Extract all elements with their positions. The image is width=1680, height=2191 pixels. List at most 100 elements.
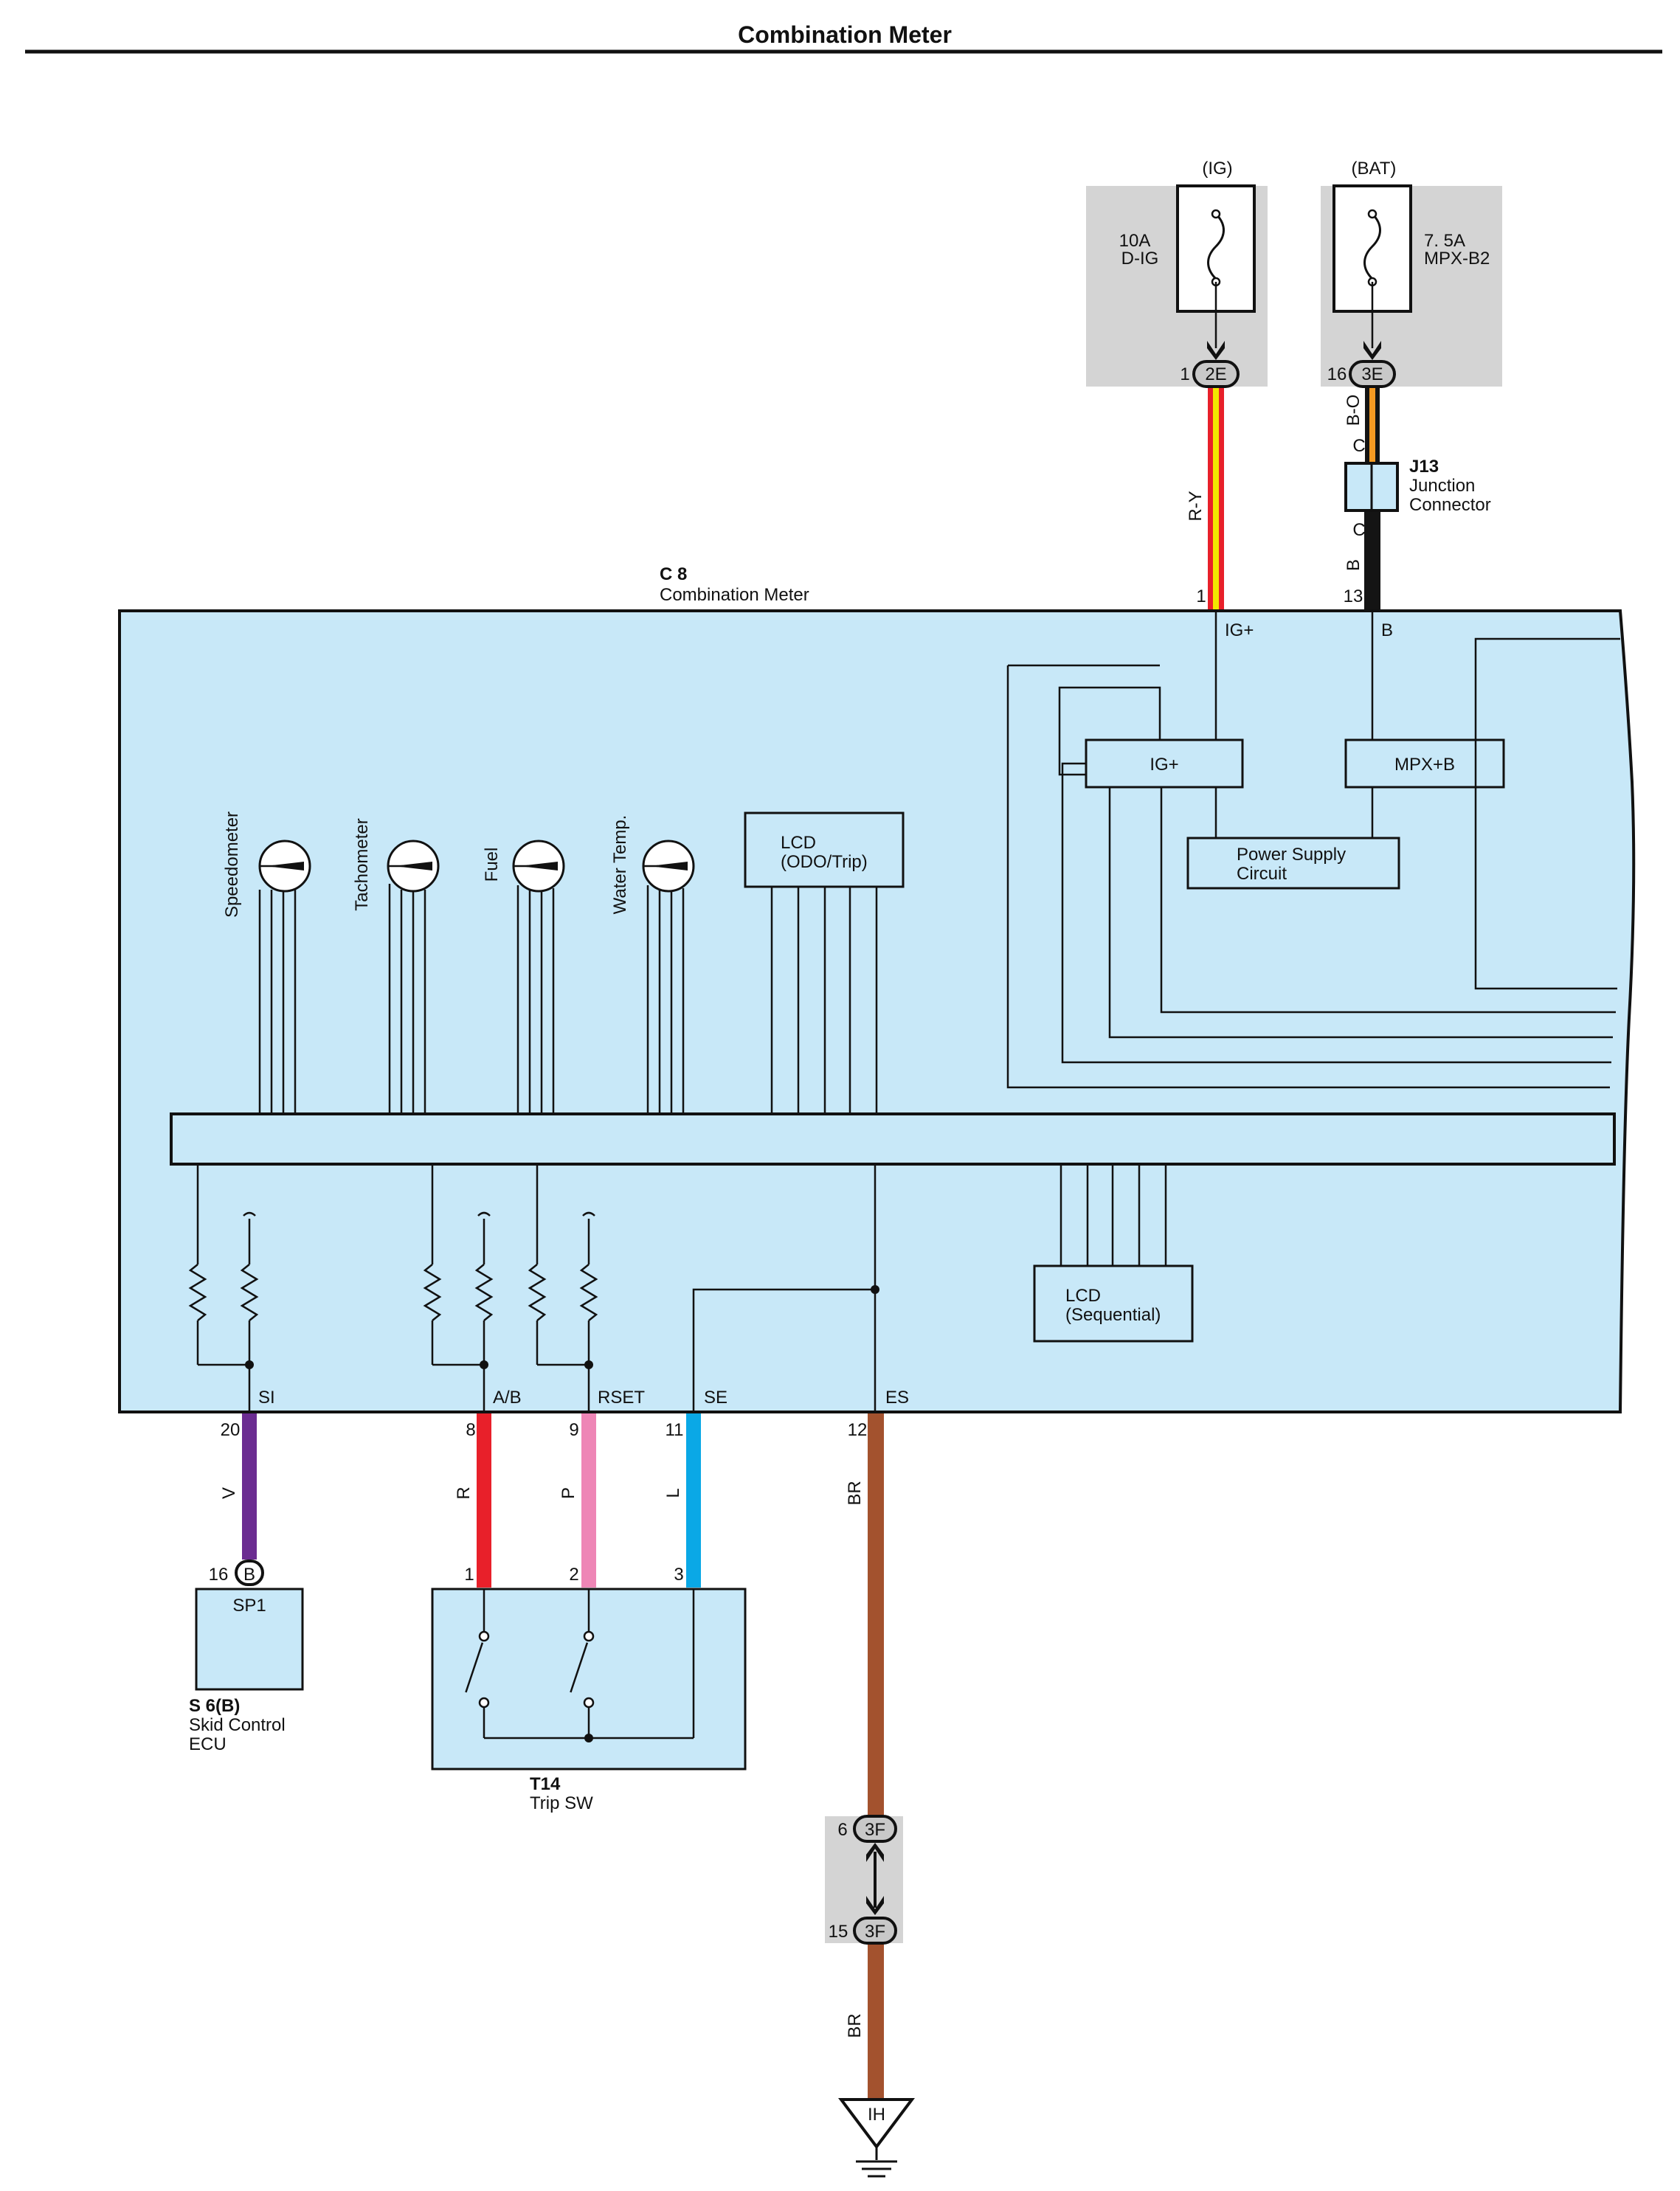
- skid-pin: 16: [209, 1565, 229, 1585]
- wire-br-label: BR: [845, 1481, 865, 1505]
- wire-br-lower: [868, 1945, 884, 2100]
- term-ab: A/B: [493, 1388, 522, 1408]
- connector-3e-label: 3E: [1361, 364, 1383, 384]
- skid-name2: ECU: [189, 1734, 227, 1754]
- se-es-circuit: [692, 1164, 879, 1412]
- line-right-b: [1108, 787, 1613, 1039]
- skid-conn-b: [235, 1560, 264, 1586]
- conn-3f-top-label: 3F: [865, 1820, 885, 1840]
- si-circuit: [188, 1164, 259, 1412]
- block-psu-line2: Circuit: [1237, 864, 1287, 884]
- wire-p: [581, 1413, 596, 1588]
- connector-3e: [1349, 360, 1396, 388]
- fuse-bat-top: [1367, 209, 1377, 219]
- lcd-seq-line1: LCD: [1065, 1286, 1101, 1306]
- skid-ecu-box: [195, 1588, 304, 1691]
- fuse-ig-top: [1211, 209, 1221, 219]
- rset-circuit: [528, 1164, 598, 1412]
- wire-v-label: V: [219, 1487, 239, 1499]
- term-rset: RSET: [598, 1388, 645, 1408]
- gauge-speedometer-label: Speedometer: [222, 811, 242, 918]
- wire-b: [1364, 512, 1380, 611]
- wire-br: [868, 1413, 884, 1815]
- line-right-g: [1006, 665, 1610, 1089]
- connector-2e-label: 2E: [1205, 364, 1226, 384]
- gauge-water-temp: [642, 840, 695, 1114]
- fuse-bat-name: MPX-B2: [1424, 249, 1490, 269]
- junction-c-top: C: [1352, 436, 1365, 456]
- pin-11: 11: [666, 1420, 684, 1440]
- fuse-ig-group: (IG): [1202, 159, 1232, 179]
- connector-2e-pin: 1: [1180, 364, 1189, 384]
- meter-name: Combination Meter: [660, 585, 809, 605]
- diagram-title: Combination Meter: [738, 21, 952, 48]
- meter-id: C 8: [660, 564, 687, 584]
- skid-sp1: SP1: [232, 1596, 266, 1616]
- lcd-odo-box: [744, 811, 905, 888]
- fuse-bat-group: (BAT): [1352, 159, 1397, 179]
- wire-bo-label: B-O: [1344, 395, 1363, 426]
- line-right-d: [1061, 762, 1611, 1064]
- line-right-c: [1160, 787, 1616, 1014]
- fuse-ig-amp: 10A: [1119, 231, 1151, 251]
- gauge-water-temp-label: Water Temp.: [610, 815, 630, 915]
- conn-3f-top: [853, 1815, 897, 1843]
- trip-name: Trip SW: [530, 1793, 593, 1813]
- skid-name1: Skid Control: [189, 1715, 286, 1735]
- conn-3f-top-pin: 6: [837, 1820, 847, 1840]
- wire-l: [686, 1413, 701, 1588]
- conn-3f-bottom: [853, 1917, 897, 1945]
- junction-j13-name1: Junction: [1409, 476, 1475, 496]
- junction-j13-name2: Connector: [1409, 495, 1491, 515]
- connector-2e: [1192, 360, 1240, 388]
- trip-pin-2: 2: [569, 1565, 578, 1585]
- fuse-ig-element: [1207, 212, 1225, 280]
- lcd-seq-box: [1033, 1264, 1194, 1343]
- pin-8: 8: [466, 1420, 475, 1440]
- wire-l-label: L: [663, 1488, 683, 1498]
- block-mpx-label: MPX+B: [1394, 755, 1455, 775]
- wire-p-label: P: [559, 1487, 578, 1499]
- block-ig: [1085, 738, 1244, 789]
- gauge-fuel: [512, 840, 565, 1114]
- conn-3f-arrow-up: [866, 1843, 884, 1862]
- block-ig-label: IG+: [1150, 755, 1178, 775]
- fuse-bat-arrow: [1363, 341, 1381, 360]
- conn-3f-bottom-pin: 15: [829, 1922, 848, 1942]
- block-psu: [1186, 837, 1400, 890]
- skid-conn-b-label: B: [243, 1565, 255, 1585]
- wire-ry-stripe: [1213, 388, 1219, 611]
- wire-r: [477, 1413, 491, 1588]
- trip-pin-3: 3: [674, 1565, 683, 1585]
- wire-bo-stripe: [1369, 388, 1375, 462]
- wire-ry-label: R-Y: [1186, 491, 1206, 521]
- skid-id: S 6(B): [189, 1696, 240, 1716]
- trip-pin-1: 1: [464, 1565, 474, 1585]
- wire-v: [242, 1413, 257, 1560]
- line-right-e: [1058, 686, 1161, 776]
- pin-20: 20: [221, 1420, 241, 1440]
- trip-id: T14: [530, 1774, 561, 1794]
- lcd-seq-line2: (Sequential): [1065, 1305, 1161, 1325]
- conn-3f-arrow-down: [866, 1896, 884, 1915]
- pin-9: 9: [569, 1420, 578, 1440]
- wire-b-label: B: [1344, 559, 1363, 571]
- ab-circuit: [423, 1164, 494, 1412]
- wire-br-lower-label: BR: [845, 2013, 865, 2038]
- gauge-tachometer: [387, 840, 440, 1114]
- term-se: SE: [704, 1388, 727, 1408]
- trip-switches: [465, 1589, 695, 1742]
- ground-ih-triangle: [838, 2098, 915, 2150]
- pin-12: 12: [848, 1420, 868, 1440]
- block-psu-line1: Power Supply: [1237, 845, 1346, 865]
- wire-r-label: R: [454, 1486, 474, 1499]
- connector-3e-pin: 16: [1327, 364, 1347, 384]
- conn-3f-bottom-label: 3F: [865, 1922, 885, 1942]
- block-mpx: [1344, 738, 1505, 789]
- gauge-fuel-label: Fuel: [482, 848, 502, 882]
- junction-j13-id: J13: [1409, 457, 1439, 477]
- lcd-odo-line2: (ODO/Trip): [781, 852, 868, 872]
- internal-bus: [170, 1112, 1616, 1166]
- fuse-bat-element: [1363, 212, 1381, 280]
